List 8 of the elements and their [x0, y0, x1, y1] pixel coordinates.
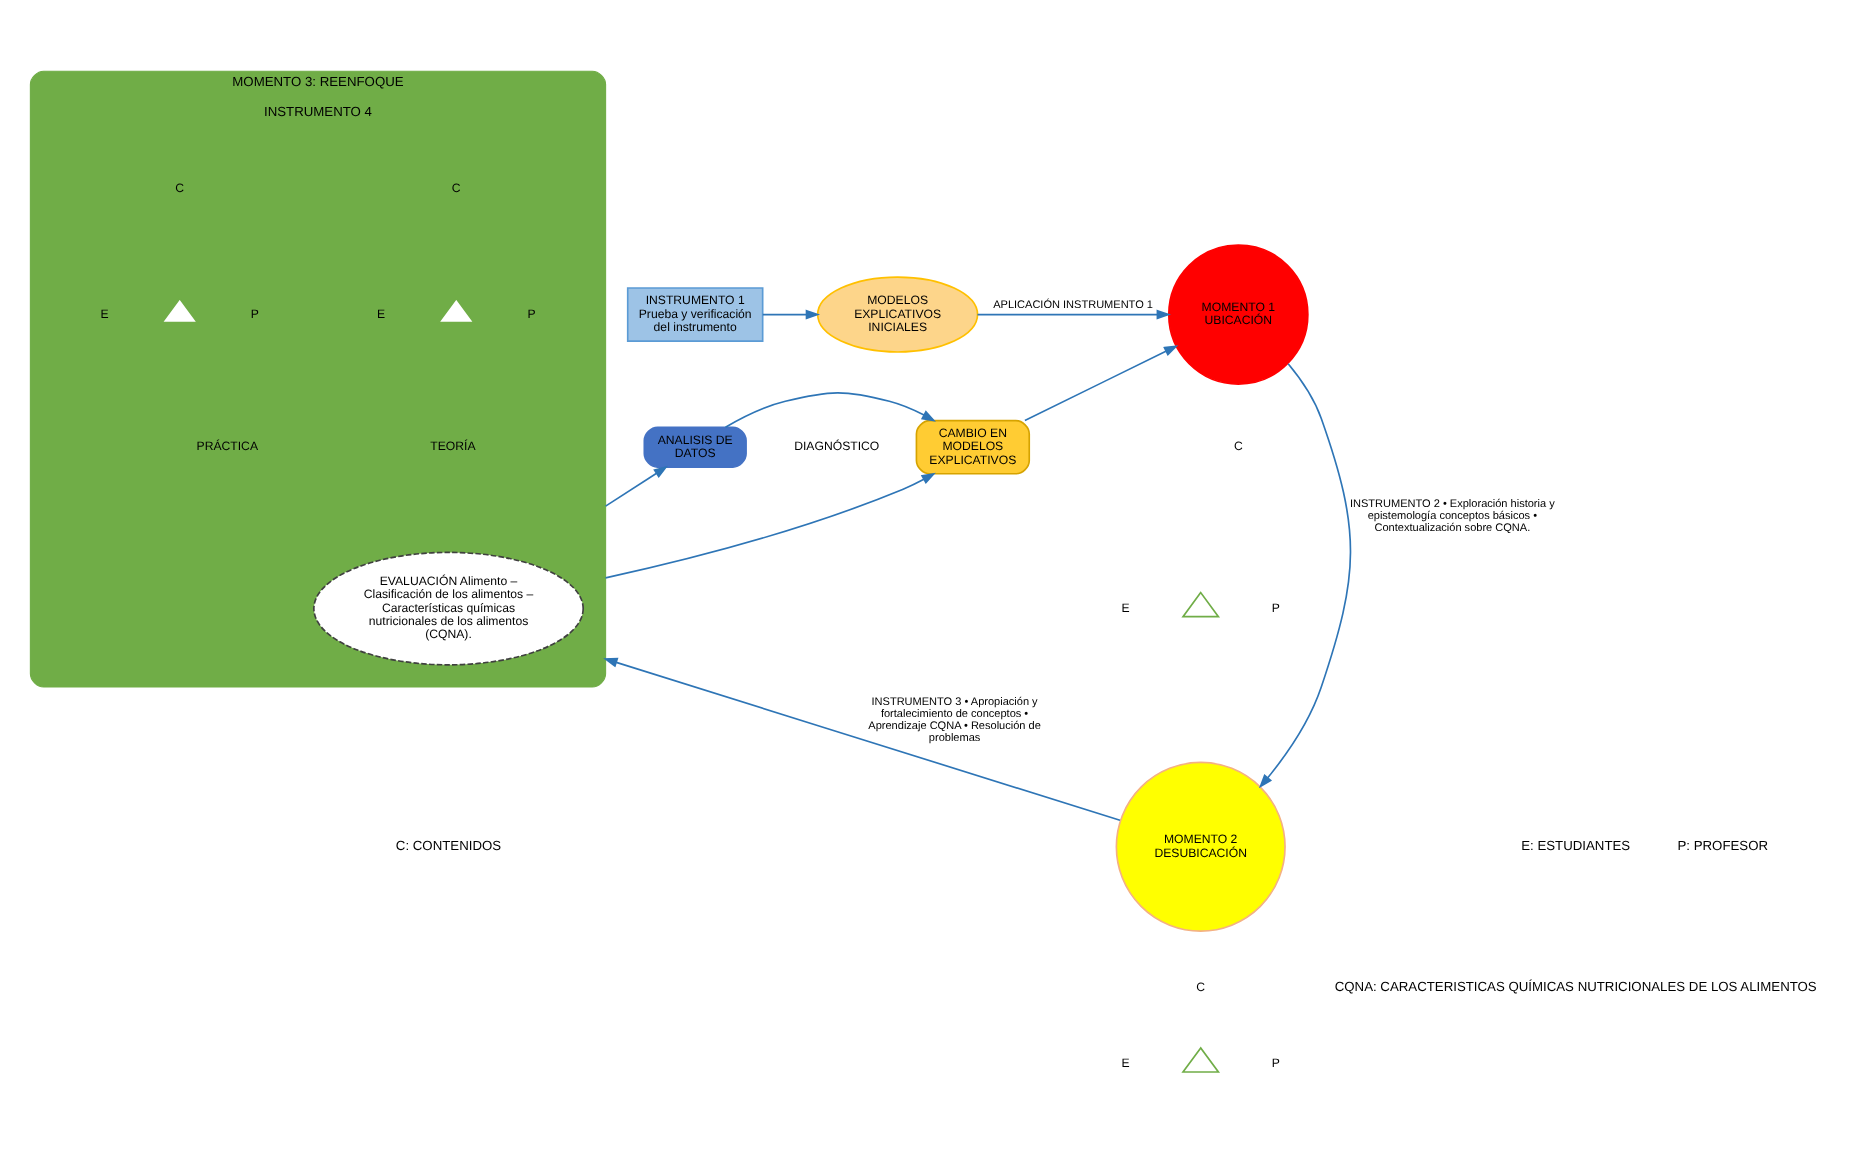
arrow: [603, 656, 1121, 821]
arrow: [724, 391, 936, 428]
arrow: [1258, 361, 1352, 788]
arrow: [761, 308, 821, 319]
arrow: [1024, 344, 1179, 421]
arrow: [604, 471, 936, 578]
arrow: [604, 464, 669, 506]
arrow: [976, 308, 1171, 319]
